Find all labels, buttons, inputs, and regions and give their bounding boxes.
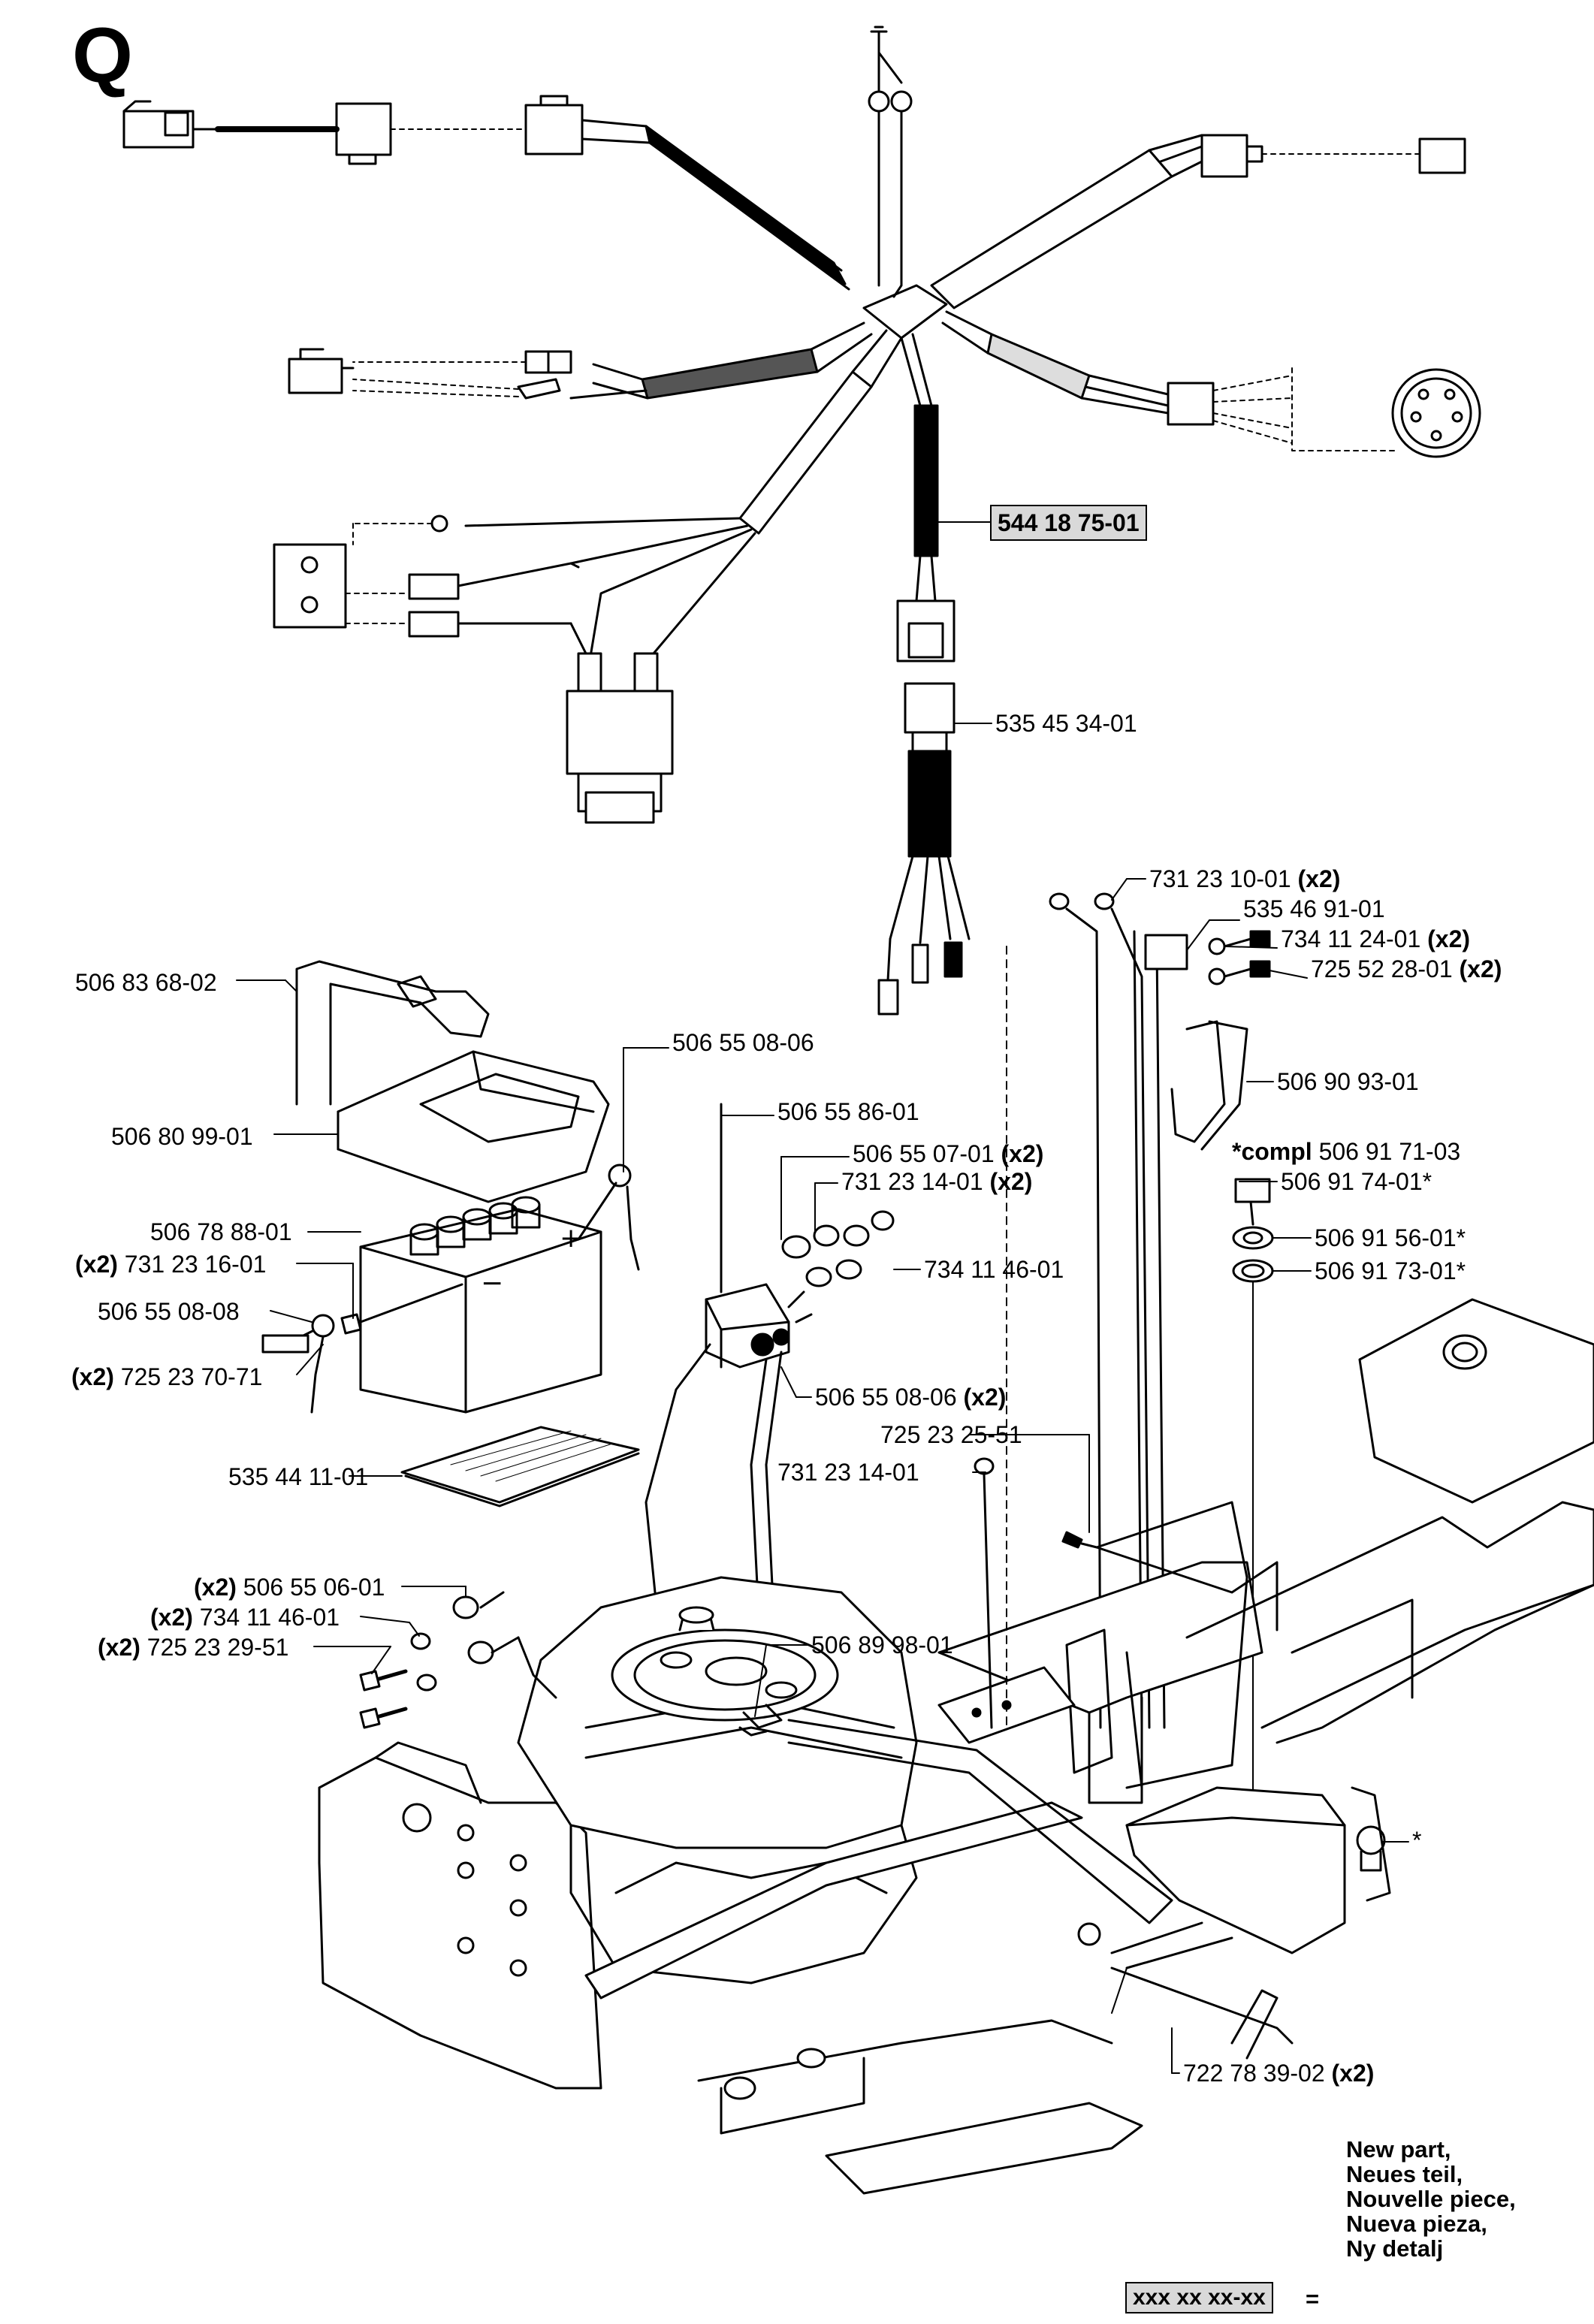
part-label: 506 80 99-01 <box>111 1123 253 1150</box>
legend-line: Nouvelle piece, <box>1346 2186 1516 2212</box>
part-label: 506 91 56-01* <box>1315 1224 1466 1251</box>
legend-line: Ny detalj <box>1346 2235 1444 2262</box>
svg-text:−: − <box>481 1268 503 1299</box>
part-label: (x2) 725 23 70-71 <box>71 1363 263 1390</box>
part-label: 731 23 10-01 (x2) <box>1149 865 1341 892</box>
part-label: (x2) 734 11 46-01 <box>150 1604 340 1631</box>
part-label: 725 23 25-51 <box>880 1421 1022 1448</box>
part-label: 731 23 14-01 <box>777 1459 919 1486</box>
part-label: 535 46 91-01 <box>1243 895 1385 922</box>
highlighted-part-number: 544 18 75-01 <box>990 505 1147 541</box>
part-label: 506 78 88-01 <box>150 1218 292 1245</box>
part-label: 734 11 46-01 <box>924 1256 1064 1283</box>
legend-sample-box: xxx xx xx-xx <box>1125 2282 1273 2313</box>
legend-line: Neues teil, <box>1346 2161 1463 2187</box>
page-letter: Q <box>72 12 133 99</box>
part-label: 506 83 68-02 <box>75 969 217 996</box>
part-label: (x2) 731 23 16-01 <box>75 1251 267 1278</box>
engine-and-frame <box>318 1298 1594 2195</box>
part-label: *compl 506 91 71-03 <box>1232 1138 1461 1165</box>
part-label: 506 55 08-06 (x2) <box>815 1384 1007 1411</box>
part-label: 725 52 28-01 (x2) <box>1311 955 1502 982</box>
part-label: 734 11 24-01 (x2) <box>1281 925 1471 952</box>
mounting-hardware <box>359 1457 1098 1737</box>
part-label: 506 55 08-08 <box>98 1298 240 1325</box>
battery-cells <box>409 1196 541 1256</box>
part-label: 506 55 07-01 (x2) <box>853 1140 1044 1167</box>
legend-line: Nueva pieza, <box>1346 2211 1487 2237</box>
legend-equals: = <box>1306 2286 1320 2312</box>
wiring-harness <box>122 26 1481 1016</box>
part-label: 506 91 74-01* <box>1281 1168 1432 1195</box>
battery-assembly: + − <box>261 960 640 1508</box>
part-label: 722 78 39-02 (x2) <box>1183 2060 1375 2087</box>
part-label: 506 55 86-01 <box>777 1098 919 1125</box>
part-label: (x2) 506 55 06-01 <box>194 1574 385 1601</box>
part-label: 535 45 34-01 <box>995 710 1137 737</box>
part-label: 535 44 11-01 <box>228 1463 369 1490</box>
legend: New part, Neues teil, Nouvelle piece, Nu… <box>1346 2137 1516 2261</box>
part-label: 506 90 93-01 <box>1277 1068 1419 1095</box>
part-label: 731 23 14-01 (x2) <box>841 1168 1033 1195</box>
part-label: 506 91 73-01* <box>1315 1257 1466 1284</box>
throttle-rods <box>1049 892 1386 1872</box>
part-label: 506 89 98-01 <box>811 1631 953 1658</box>
leader-lines <box>236 521 1409 2074</box>
star-marker: * <box>1412 1827 1422 1854</box>
legend-line: New part, <box>1346 2136 1451 2163</box>
part-label: (x2) 725 23 29-51 <box>98 1634 289 1661</box>
part-label: 506 55 08-06 <box>672 1029 814 1056</box>
